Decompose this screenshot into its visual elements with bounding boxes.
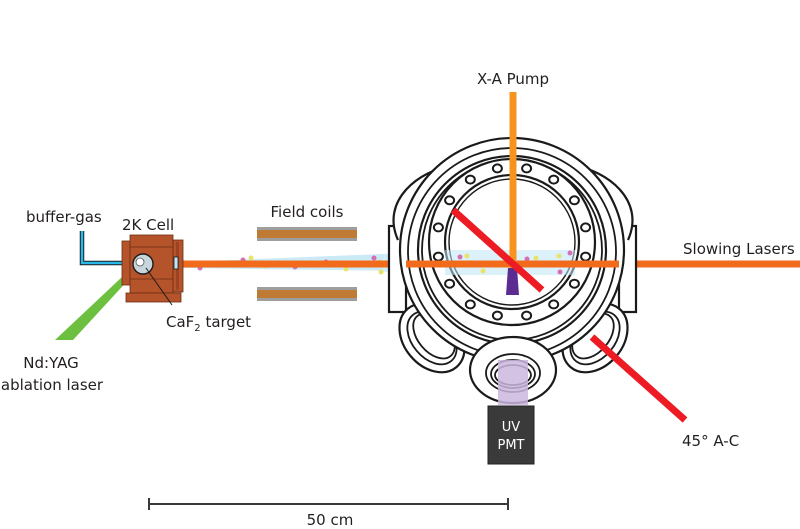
ablation-laser-beam	[55, 261, 143, 340]
ac-beam-label: 45° A-C	[682, 432, 739, 450]
molecule	[556, 253, 562, 259]
field-coil-lower	[257, 287, 357, 301]
field-coil-upper	[257, 227, 357, 241]
molecule	[371, 255, 377, 261]
cell-label: 2K Cell	[122, 216, 174, 234]
flange-bolt	[432, 222, 444, 233]
target-label: CaF2 target	[166, 313, 251, 334]
fluorescence-signal	[506, 268, 519, 295]
flange-bolt	[491, 163, 503, 174]
ac-laser-beam-lower	[589, 334, 688, 423]
flange-bolt	[432, 251, 444, 262]
flange-bolt	[568, 278, 580, 289]
flange-bolt	[521, 163, 533, 174]
flange-bolt	[580, 222, 592, 233]
molecule	[464, 253, 470, 259]
molecule	[248, 255, 254, 261]
buffer-gas-label: buffer-gas	[26, 208, 102, 226]
molecule	[557, 269, 563, 275]
flange-bolt	[521, 310, 533, 321]
slowing-lasers-label: Slowing Lasers	[683, 240, 795, 258]
molecule	[343, 266, 349, 272]
field-coils	[257, 227, 357, 301]
flange-bolt	[464, 174, 476, 185]
flange-bolt	[548, 299, 560, 310]
buffer-gas-line	[79, 231, 128, 266]
scale-bar: 50 cm	[148, 498, 509, 529]
flange-bolts	[432, 163, 592, 321]
ac-laser-beam-upper	[450, 207, 545, 293]
pmt-label-line1: UV	[502, 420, 521, 435]
flange-bolt	[444, 195, 456, 206]
flange-bolt	[580, 251, 592, 262]
field-coils-label: Field coils	[271, 203, 344, 221]
flange-bolt	[568, 195, 580, 206]
flange-bolt	[444, 278, 456, 289]
molecule	[480, 268, 486, 274]
pmt-label-line2: PMT	[498, 438, 525, 453]
molecule	[457, 254, 463, 260]
target-pointer	[145, 267, 173, 306]
molecule	[533, 255, 539, 261]
fluorescence-to-pmt	[498, 360, 528, 405]
molecule	[378, 269, 384, 275]
flange-bolt	[491, 310, 503, 321]
flange-bolt	[464, 299, 476, 310]
caf2-target	[135, 257, 145, 267]
molecule	[567, 250, 573, 256]
molecules-in-chamber	[457, 250, 573, 275]
nd-yag-label-line2: ablation laser	[1, 376, 104, 394]
nd-yag-label-line1: Nd:YAG	[23, 354, 78, 372]
uv-pmt: UV PMT	[487, 405, 535, 465]
molecule	[524, 256, 530, 262]
cryogenic-cell	[121, 234, 184, 303]
flange-bolt	[548, 174, 560, 185]
scale-bar-label: 50 cm	[307, 511, 354, 529]
pump-label: X-A Pump	[477, 70, 549, 88]
